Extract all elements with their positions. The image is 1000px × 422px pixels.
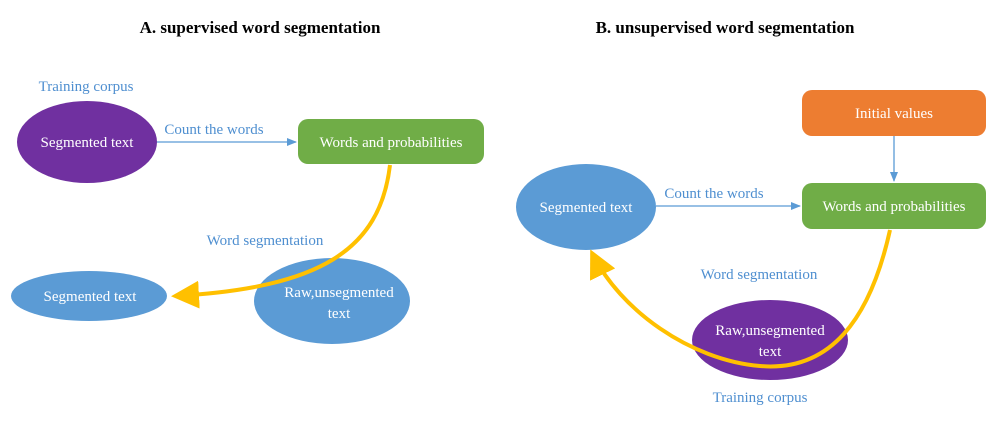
panel-a-output-segmented-node (11, 271, 167, 321)
panel-a-count-words-label: Count the words (164, 122, 263, 138)
panel-b-words-probs-label: Words and probabilities (823, 199, 966, 215)
panel-b-count-words-label: Count the words (664, 186, 763, 202)
panel-b-initial-values-label: Initial values (855, 106, 933, 122)
panel-b: B. unsupervised word segmentation Initia… (516, 18, 986, 406)
panel-b-segmented-text-node (516, 164, 656, 250)
panel-b-segmented-text-label: Segmented text (540, 200, 634, 216)
panel-a-raw-text-node (254, 258, 410, 344)
panel-a-word-segmentation-label: Word segmentation (207, 233, 324, 249)
panel-a-output-segmented-label: Segmented text (44, 289, 138, 305)
panel-a-segmented-text-node (17, 101, 157, 183)
panel-a-raw-text-line1: Raw,unsegmented (284, 285, 394, 301)
panel-a-segmentation-arrow (171, 164, 392, 309)
panel-b-raw-text-line2: text (759, 344, 782, 360)
panel-a-title: A. supervised word segmentation (140, 18, 381, 37)
panel-b-title: B. unsupervised word segmentation (596, 18, 855, 37)
panel-a-training-corpus-label: Training corpus (39, 79, 134, 95)
panel-a-words-probs-label: Words and probabilities (320, 135, 463, 151)
panel-b-word-segmentation-label: Word segmentation (701, 267, 818, 283)
panel-b-training-corpus-label: Training corpus (713, 390, 808, 406)
panel-b-words-probs-node (802, 183, 986, 229)
panel-a-segmented-text-label: Segmented text (41, 135, 135, 151)
panel-b-initial-values-node (802, 90, 986, 136)
panel-b-segmentation-arrow (590, 229, 892, 369)
panel-b-raw-text-line1: Raw,unsegmented (715, 323, 825, 339)
panel-a: A. supervised word segmentation Training… (11, 18, 484, 344)
panel-a-words-probs-node (298, 119, 484, 164)
panel-a-raw-text-line2: text (328, 306, 351, 322)
